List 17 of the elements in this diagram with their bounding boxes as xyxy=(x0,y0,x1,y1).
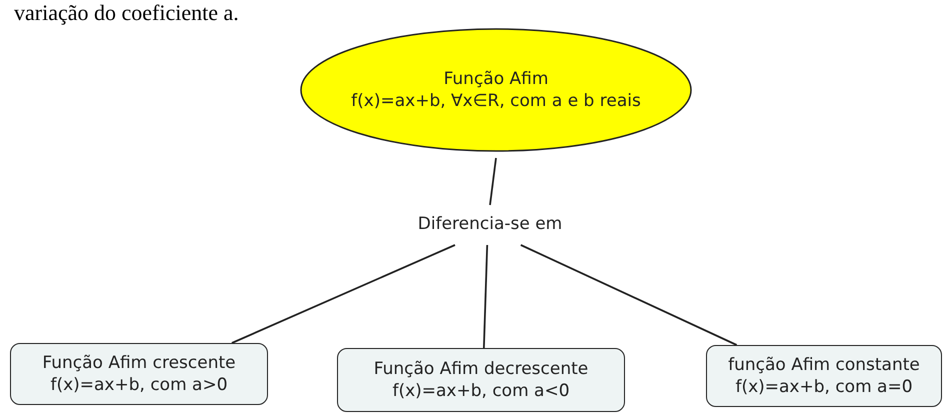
linking-phrase: Diferencia-se em xyxy=(418,213,562,236)
connector-line xyxy=(489,158,497,206)
node-title: Função Afim decrescente xyxy=(374,358,588,380)
connector-line xyxy=(482,244,488,348)
node-formula: f(x)=ax+b, com a>0 xyxy=(50,374,228,396)
node-title: Função Afim xyxy=(442,68,550,90)
node-formula: f(x)=ax+b, ∀x∈R, com a e b reais xyxy=(351,90,641,112)
concept-box xyxy=(10,343,268,405)
concept-box xyxy=(337,348,625,412)
connector-line xyxy=(232,244,456,344)
caption-text: variação do coeficiente a. xyxy=(14,0,239,26)
node-title: função Afim constante xyxy=(728,354,920,376)
node-formula: f(x)=ax+b, com a<0 xyxy=(392,380,570,402)
node-formula: f(x)=ax+b, com a=0 xyxy=(735,376,913,398)
concept-box xyxy=(706,345,942,407)
connector-line xyxy=(520,244,738,346)
node-title: Função Afim crescente xyxy=(42,352,236,374)
